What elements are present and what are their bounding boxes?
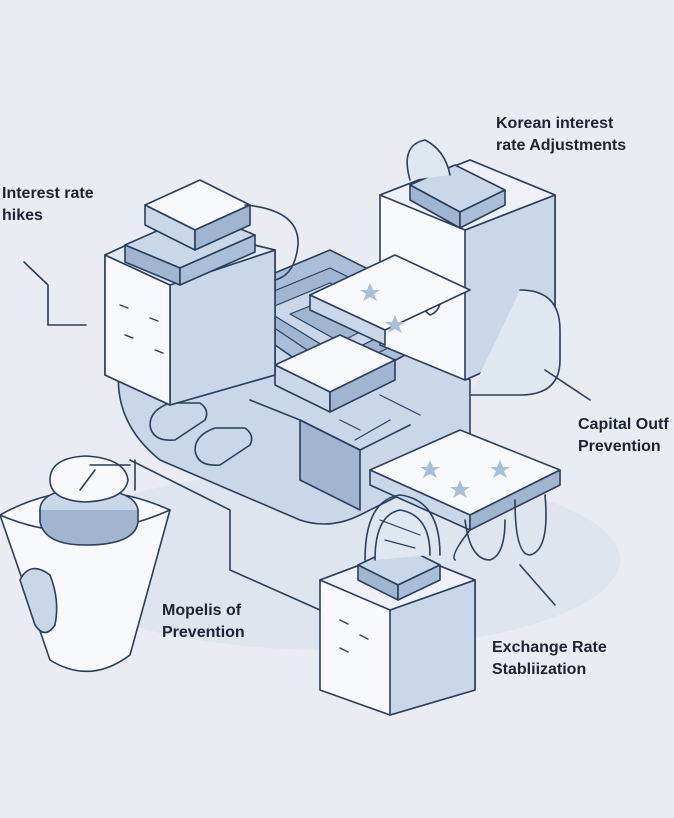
left-building-block [104,179,299,406]
label-line: Exchange Rate [492,639,607,656]
top-right-building-block [379,139,561,396]
label-line: Capital Outf [578,416,669,433]
label-line: Korean interest [496,115,614,132]
label-capital-outflow: Capital Outf Prevention [578,414,669,458]
label-interest-rate-hikes: Interest rate hikes [2,183,94,227]
leader-line-capital-outflow [544,369,591,401]
label-line: hikes [2,207,43,224]
label-korean-interest: Korean interest rate Adjustments [496,113,626,157]
leader-line-interest-hikes [23,261,87,326]
star-platform-top [309,254,471,346]
label-line: Stabliization [492,661,587,678]
bottom-cube-block [319,494,476,716]
label-line: Mopelis of [162,602,242,619]
label-line: Interest rate [2,185,94,202]
label-line: Prevention [578,438,661,455]
label-line: Prevention [162,624,245,641]
connector-ledge-1 [129,459,321,611]
star-platform-bottom [369,429,561,561]
label-line: rate Adjustments [496,137,627,154]
left-cup-vessel [0,455,171,673]
leader-line-exchange-rate [519,564,556,606]
label-exchange-rate: Exchange Rate Stabliization [492,637,607,681]
connector-ledge-2 [89,459,136,491]
label-mopelis-prevention: Mopelis of Prevention [162,600,245,644]
